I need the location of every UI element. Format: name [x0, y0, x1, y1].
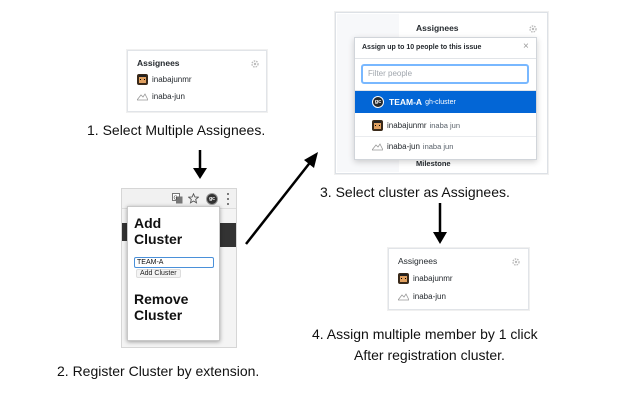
milestone-label: Milestone [416, 159, 451, 168]
close-icon[interactable]: × [523, 41, 529, 52]
mountain-avatar-icon [137, 92, 148, 100]
translate-icon[interactable]: G [172, 193, 183, 204]
option-divider [355, 136, 536, 137]
assignee-login: inabajunmr [152, 75, 192, 84]
arrow-down-icon [193, 150, 207, 179]
assignee-row[interactable]: inaba-jun [137, 92, 185, 101]
assignee-row[interactable]: inabajunmr [398, 273, 453, 284]
assignee-row[interactable]: inabajunmr [137, 74, 192, 85]
gh-cluster-badge-icon: gc [372, 96, 384, 108]
assignee-login: inaba-jun [152, 92, 185, 101]
pixel-avatar-icon [372, 120, 383, 131]
assignee-login: inaba-jun [413, 292, 446, 301]
filter-people-input[interactable]: Filter people [361, 64, 529, 84]
remove-cluster-heading: Remove Cluster [134, 291, 189, 323]
mountain-avatar-icon [398, 292, 409, 300]
page-background-dark [122, 223, 127, 241]
assignees-title: Assignees [398, 256, 438, 266]
add-cluster-button[interactable]: Add Cluster [136, 269, 181, 278]
arrow-down-icon [433, 203, 447, 244]
assignees-card-step4: Assignees inabajunmr inaba-jun [388, 248, 529, 310]
step4-caption-line1: 4. Assign multiple member by 1 click [312, 326, 538, 342]
assignees-title: Assignees [416, 23, 459, 33]
assignees-title: Assignees [137, 58, 180, 68]
gear-icon[interactable] [250, 59, 260, 69]
pixel-avatar-icon [398, 273, 409, 284]
page-background-dark [220, 223, 236, 247]
gear-icon[interactable] [511, 257, 521, 267]
option-team-a[interactable]: gc TEAM-A gh-cluster [355, 91, 536, 113]
gh-cluster-extension-icon[interactable]: gc [206, 193, 218, 205]
menu-header-divider [355, 58, 536, 59]
assignee-login: inabajunmr [413, 274, 453, 283]
filter-divider [355, 90, 536, 91]
arrow-diagonal-icon [245, 152, 318, 245]
gear-icon[interactable] [528, 24, 538, 34]
mountain-avatar-icon [372, 142, 383, 150]
add-cluster-heading: Add Cluster [134, 215, 183, 247]
option-inaba-jun[interactable]: inaba-jun inaba jun [372, 142, 453, 151]
step4-caption-line2: After registration cluster. [354, 347, 505, 363]
assignees-card-step1: Assignees inabajunmr inaba-jun [127, 50, 267, 112]
option-name: TEAM-A [389, 97, 423, 107]
option-sub: gh-cluster [425, 98, 456, 106]
option-inabajunmr[interactable]: inabajunmr inaba jun [372, 120, 460, 131]
pixel-avatar-icon [137, 74, 148, 85]
option-name: inaba-jun [387, 142, 420, 151]
assignee-select-menu: Assign up to 10 people to this issue × F… [354, 37, 537, 160]
cluster-name-input[interactable] [134, 257, 214, 268]
option-sub: inaba jun [422, 142, 454, 151]
step2-caption: 2. Register Cluster by extension. [57, 363, 260, 379]
menu-header: Assign up to 10 people to this issue [362, 44, 482, 51]
svg-text:G: G [174, 196, 178, 202]
step3-caption: 3. Select cluster as Assignees. [320, 184, 510, 200]
option-name: inabajunmr [387, 121, 427, 130]
extension-popup: Add Cluster Add Cluster Remove Cluster [127, 206, 220, 341]
kebab-menu-icon[interactable] [226, 193, 230, 205]
option-sub: inaba jun [429, 121, 461, 130]
assignee-row[interactable]: inaba-jun [398, 292, 446, 301]
star-icon[interactable] [188, 193, 199, 204]
step1-caption: 1. Select Multiple Assignees. [87, 122, 266, 138]
